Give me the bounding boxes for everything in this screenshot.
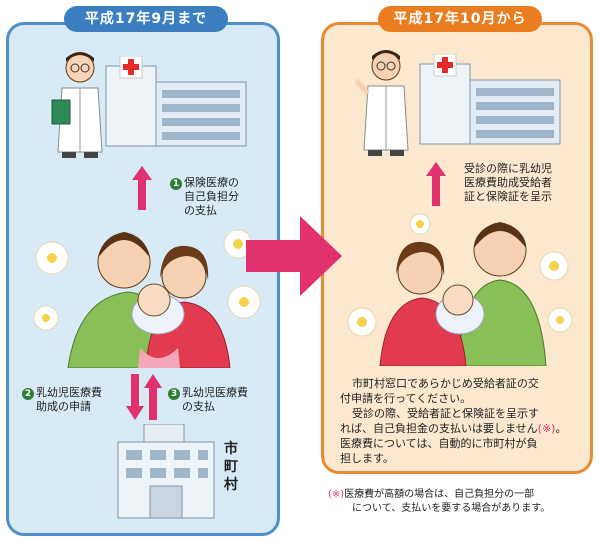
right-hospital-icon <box>419 54 561 145</box>
city-label: 市町村 <box>224 441 238 493</box>
step2-number-badge: 2 <box>22 388 34 400</box>
city-hall-icon <box>117 424 215 519</box>
right-panel-title: 平成17年10月から <box>378 6 542 32</box>
right-body-text: 市町村窓口であらかじめ受給者証の交 付申請を行ってください。 受診の際、受給者証… <box>340 377 567 465</box>
asterisk-note-mark: (※) <box>537 422 556 435</box>
transition-arrow-icon <box>246 216 342 296</box>
doctor-icon <box>51 52 103 158</box>
step3-number-badge: 3 <box>168 388 180 400</box>
step1-number-badge: 1 <box>170 178 182 190</box>
hospital-icon <box>105 56 247 147</box>
up-arrow-icon <box>132 166 152 210</box>
family-illustration <box>33 229 261 368</box>
left-panel-title: 平成17年9月まで <box>64 6 228 32</box>
right-doctor-icon <box>354 50 409 156</box>
right-family-illustration <box>347 213 573 366</box>
down-up-arrows-icon <box>126 374 162 420</box>
right-caption: 受診の際に乳幼児 医療費助成受給者 証と保険証を呈示 <box>464 162 552 203</box>
footnote: (※)医療費が高額の場合は、自己負担分の一部 について、支払いを要する場合があり… <box>328 489 551 514</box>
right-up-arrow-icon <box>426 162 446 206</box>
footnote-mark: (※) <box>328 489 345 500</box>
